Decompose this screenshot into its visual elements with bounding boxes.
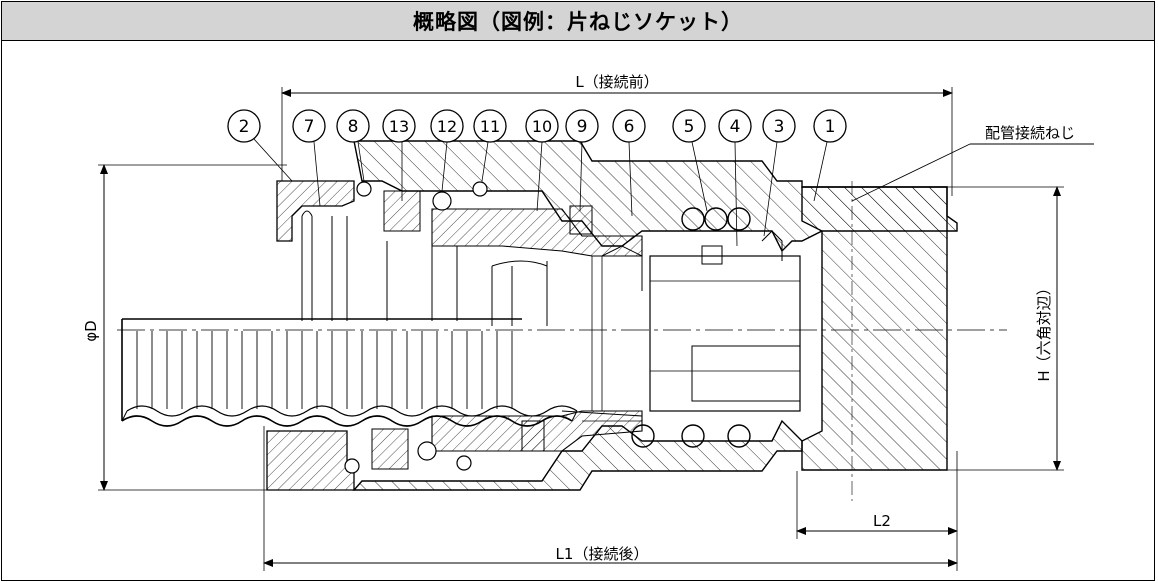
socket-body <box>266 140 958 491</box>
part-balloon: 9 <box>565 109 599 212</box>
dimension-phiD: φD <box>82 164 287 491</box>
pipe-thread-callout: 配管接続ねじ <box>851 124 1094 202</box>
part-balloon: 8 <box>336 109 370 182</box>
part-balloon: 2 <box>227 109 293 182</box>
pipe-thread-label: 配管接続ねじ <box>985 124 1075 142</box>
part-number: 13 <box>389 117 409 136</box>
part-number: 5 <box>684 117 695 137</box>
dimension-L1-label: L1（接続後） <box>556 545 649 563</box>
part-balloon: 4 <box>718 109 752 247</box>
part-number: 12 <box>437 117 457 136</box>
balls-and-seals <box>344 181 593 474</box>
part-number: 8 <box>348 117 359 137</box>
dimension-L-label: L（接続前） <box>575 73 658 91</box>
part-number: 7 <box>304 117 315 137</box>
part-balloon: 3 <box>762 109 796 237</box>
dimension-L2-label: L2 <box>873 512 891 530</box>
part-balloon: 12 <box>430 109 464 192</box>
corrugated-pipe <box>121 210 578 427</box>
part-number: 10 <box>532 117 552 136</box>
part-number: 6 <box>624 117 635 137</box>
part-balloon: 13 <box>382 109 416 201</box>
spring-coils <box>631 207 751 448</box>
dimension-L2: L2 <box>796 471 958 539</box>
socket-cross-section-drawing: L（接続前） L1（接続後） L2 φD H（六角対辺） <box>82 73 1094 571</box>
part-balloon: 6 <box>612 109 646 217</box>
part-balloon: 10 <box>525 109 559 212</box>
part-balloon: 1 <box>813 109 847 202</box>
part-number: 9 <box>577 117 588 137</box>
part-balloon: 5 <box>672 109 708 212</box>
part-number: 3 <box>774 117 785 137</box>
part-balloons: 2 7 8 13 12 <box>227 109 847 247</box>
page-title: 概略図（図例：片ねじソケット） <box>413 10 743 34</box>
part-balloon: 7 <box>292 109 326 207</box>
part-number: 4 <box>730 117 741 137</box>
title-bar: 概略図（図例：片ねじソケット） <box>2 2 1154 41</box>
part-number: 11 <box>480 117 500 136</box>
part-balloon: 11 <box>473 109 507 182</box>
dimension-phiD-label: φD <box>82 320 100 341</box>
part-number: 1 <box>825 117 836 137</box>
dimension-L1: L1（接続後） <box>263 426 958 571</box>
dimension-H-label: H（六角対辺） <box>1035 280 1053 381</box>
internal-lines <box>561 230 783 422</box>
dimension-L: L（接続前） <box>281 73 953 196</box>
part-number: 2 <box>239 117 250 137</box>
